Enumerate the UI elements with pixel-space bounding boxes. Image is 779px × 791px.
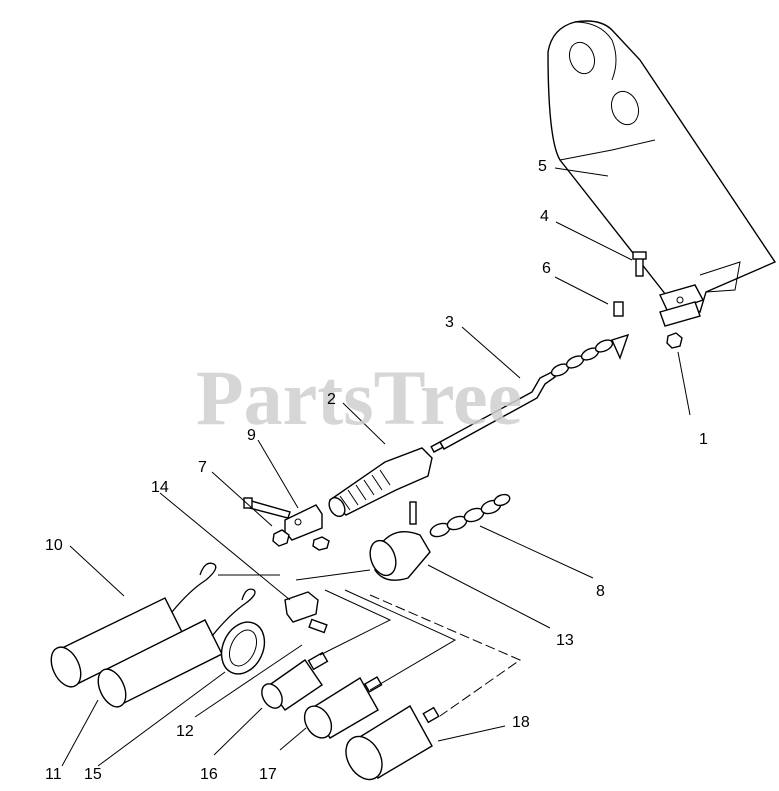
chain-upper [550, 333, 630, 377]
part-7-bolt-nuts [243, 497, 330, 551]
callout-12: 12 [176, 723, 194, 740]
part-18-weight [345, 705, 440, 781]
callout-18: 18 [512, 714, 530, 731]
part-3-rod [430, 371, 556, 453]
part-14-clevis [284, 591, 328, 634]
callout-4: 4 [540, 208, 549, 225]
part-17-weight [303, 676, 383, 739]
callout-8: 8 [596, 583, 605, 600]
part-2-threaded-cone [328, 447, 433, 518]
part-6-spacer [613, 301, 624, 317]
callout-15: 15 [84, 766, 102, 783]
callout-16: 16 [200, 766, 218, 783]
callout-5: 5 [538, 158, 547, 175]
callout-9: 9 [247, 427, 256, 444]
part-13-cone [369, 501, 431, 581]
plate-clip [659, 284, 705, 327]
callout-1: 1 [699, 431, 708, 448]
callout-labels: 1 2 3 4 5 6 7 8 9 10 11 12 13 14 15 16 1… [45, 158, 708, 783]
connector-lines [218, 569, 522, 717]
part-8-chain [429, 493, 511, 538]
callout-6: 6 [542, 260, 551, 277]
callout-7: 7 [198, 459, 207, 476]
watermark: PartsTree [196, 354, 522, 441]
part-9-clevis [284, 504, 323, 541]
part-15-ring [220, 621, 266, 675]
callout-3: 3 [445, 314, 454, 331]
callout-13: 13 [556, 632, 574, 649]
callout-17: 17 [259, 766, 277, 783]
part-1-nut [666, 332, 683, 349]
part-5-bracket-arm [547, 20, 777, 313]
callout-14: 14 [151, 479, 169, 496]
part-16-weight [261, 651, 329, 711]
callout-2: 2 [327, 391, 336, 408]
leader-lines [61, 167, 691, 767]
callout-11: 11 [45, 766, 62, 783]
callout-10: 10 [45, 537, 63, 554]
part-10-tube [50, 562, 217, 688]
part-4-bolt [632, 251, 647, 277]
part-11-tube [97, 588, 256, 708]
